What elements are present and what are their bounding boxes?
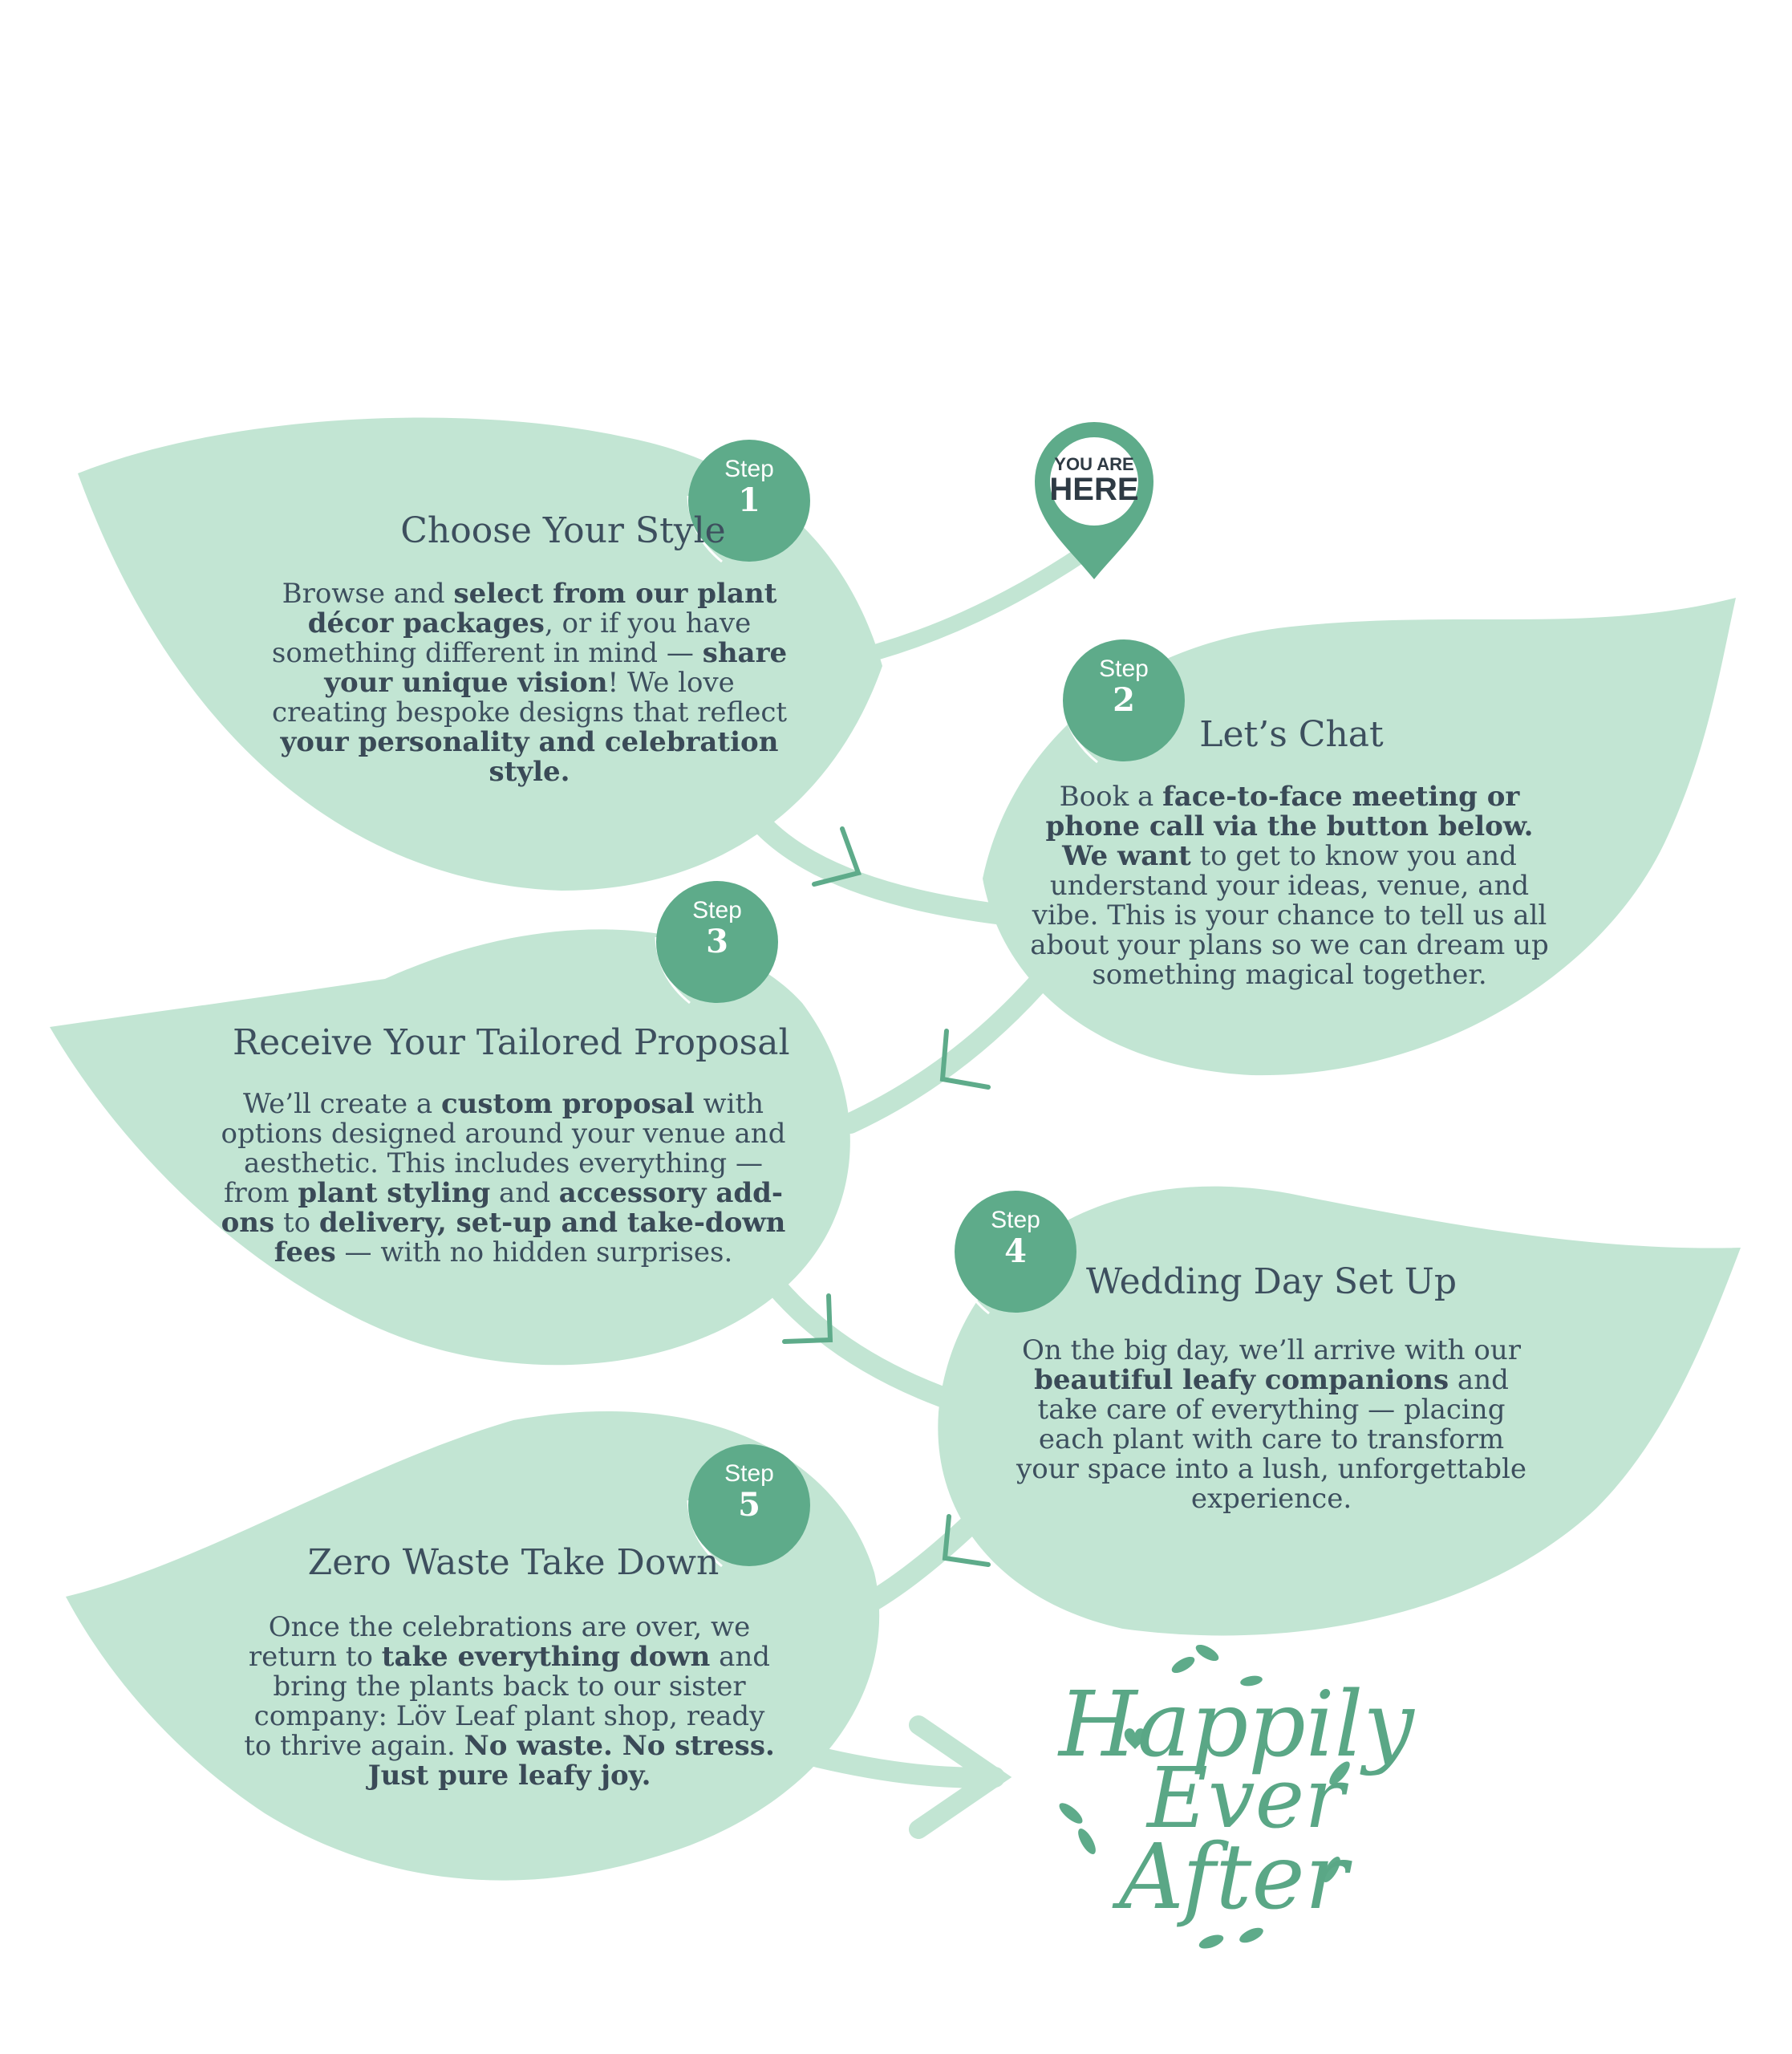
heart-icon bbox=[1124, 1728, 1146, 1749]
vine-step2-to-step3 bbox=[840, 948, 1069, 1134]
you-are-here-pin bbox=[1035, 422, 1153, 579]
step-1-description: Browse and select from our plant décor p… bbox=[271, 578, 788, 788]
step-3-number: 3 bbox=[706, 923, 728, 960]
step-5-title: Zero Waste Take Down bbox=[307, 1542, 720, 1583]
step-2-label: Step bbox=[1099, 656, 1149, 682]
step-2-number: 2 bbox=[1113, 681, 1135, 719]
sprig-leaf-icon bbox=[1323, 1857, 1340, 1882]
chevron-3 bbox=[782, 1293, 833, 1344]
chevron-1 bbox=[812, 826, 862, 887]
step-4-label: Step bbox=[991, 1207, 1040, 1233]
sprig-leaf-icon bbox=[1239, 1927, 1263, 1943]
step-3-badge: Step 3 bbox=[656, 881, 778, 1003]
sprig-leaf-icon bbox=[1195, 1644, 1219, 1662]
step-5-number: 5 bbox=[738, 1486, 760, 1524]
pin-label-line1: YOU ARE bbox=[1054, 454, 1134, 474]
happily-text: Happily bbox=[1059, 1673, 1414, 1777]
step-3-label: Step bbox=[692, 897, 742, 923]
leaf-step-4 bbox=[938, 1186, 1741, 1636]
step-2-title: Let’s Chat bbox=[1199, 714, 1384, 755]
arrow-to-ending bbox=[909, 1715, 1012, 1839]
leaf-step-3 bbox=[50, 929, 850, 1366]
step-2-badge: Step 2 bbox=[1063, 639, 1185, 761]
chevron-4 bbox=[942, 1514, 991, 1567]
step-4-title: Wedding Day Set Up bbox=[1085, 1261, 1458, 1302]
step-2-description: Book a face-to-face meeting or phone cal… bbox=[1030, 781, 1549, 991]
ever-text: Ever bbox=[1147, 1749, 1344, 1847]
step-5-label: Step bbox=[724, 1460, 774, 1487]
step-1-badge: Step 1 bbox=[688, 440, 810, 562]
step-4-description: On the big day, we’ll arrive with our be… bbox=[1016, 1334, 1526, 1515]
sprig-leaf-icon bbox=[1078, 1829, 1096, 1854]
step-4-badge: Step 4 bbox=[955, 1191, 1076, 1313]
step-1-label: Step bbox=[724, 456, 774, 482]
chevrons bbox=[782, 826, 991, 1567]
leaf-step-5 bbox=[66, 1411, 880, 1881]
step-4-number: 4 bbox=[1004, 1232, 1027, 1270]
sprig-leaf-icon bbox=[1059, 1803, 1083, 1824]
leaves bbox=[50, 417, 1741, 1881]
after-text: After bbox=[1119, 1825, 1348, 1930]
pin-inner-circle bbox=[1050, 437, 1138, 526]
leaf-step-1 bbox=[78, 417, 882, 891]
step-1-number: 1 bbox=[738, 481, 760, 519]
vine-step1-to-step2 bbox=[740, 800, 1013, 925]
sprig-leaf-icon bbox=[1171, 1656, 1195, 1674]
chevron-2 bbox=[939, 1029, 991, 1090]
step-3-title: Receive Your Tailored Proposal bbox=[233, 1022, 790, 1063]
sprig-leaf-icon bbox=[1329, 1761, 1350, 1785]
sprig-leaf-icon bbox=[1240, 1675, 1263, 1687]
sprig-leaf-icon bbox=[1198, 1934, 1224, 1949]
step-1-title: Choose Your Style bbox=[400, 510, 726, 551]
happily-ever-after-leaves bbox=[1059, 1644, 1350, 1949]
step-5-badge: Step 5 bbox=[688, 1444, 810, 1566]
step-5-description: Once the celebrations are over, we retur… bbox=[244, 1611, 775, 1792]
step-3-description: We’ll create a custom proposal with opti… bbox=[221, 1088, 786, 1269]
pin-label-line2: HERE bbox=[1049, 472, 1139, 507]
